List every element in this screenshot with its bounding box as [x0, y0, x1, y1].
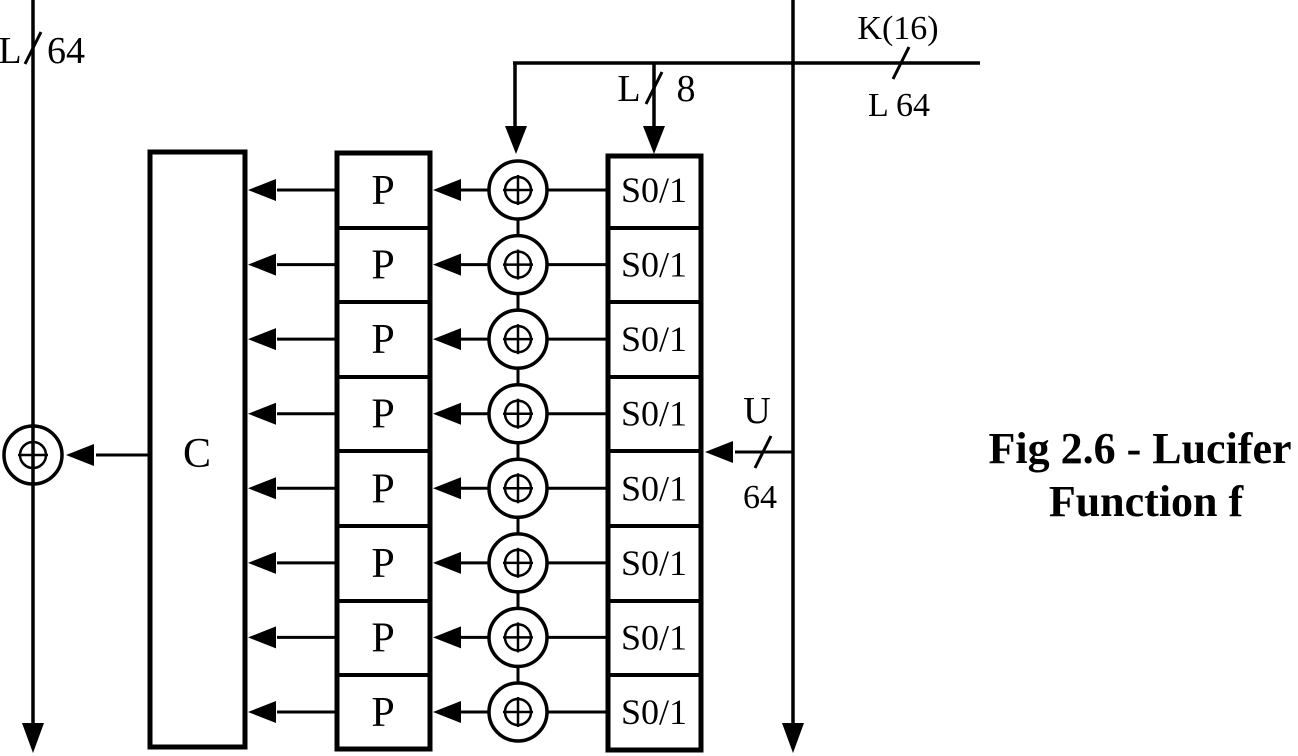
sbox-cell-label: S0/1	[621, 468, 687, 508]
output-xor-icon	[2, 424, 64, 486]
c-box-label: C	[183, 431, 211, 477]
xor-column-feed-arrow-icon	[505, 126, 527, 154]
u-bus-width-label: 64	[743, 479, 777, 516]
key-bus-sub-label: L 64	[868, 87, 930, 124]
p-to-c-arrow-icon	[248, 477, 276, 500]
u-input-bus	[705, 435, 793, 469]
u-bus-name-label: U	[743, 390, 770, 432]
p-cell-label: P	[371, 317, 394, 363]
left-bus-width-label: 64	[47, 30, 85, 72]
xor-to-p-arrow-icon	[433, 551, 461, 574]
figure-caption-line2: Function f	[1049, 477, 1245, 526]
p-cell-label: P	[371, 392, 394, 438]
p-to-c-arrow-icon	[248, 253, 276, 276]
left-bus-down-arrow-icon	[22, 723, 44, 753]
left-bus-name-label: L	[0, 30, 22, 72]
rows: P S0/1 P S0/1	[248, 159, 687, 743]
xor-icon	[487, 382, 549, 445]
diagram-row: P S0/1	[248, 233, 687, 296]
p-cell-label: P	[371, 690, 394, 736]
sbox-cell-label: S0/1	[621, 394, 687, 434]
top-bus-slash-icon	[644, 71, 664, 105]
xor-to-p-arrow-icon	[433, 179, 461, 201]
key-bus-label: K(16)	[857, 10, 938, 47]
u-bus-slash-icon	[753, 435, 773, 469]
p-to-c-arrow-icon	[248, 179, 276, 201]
diagram-row: P S0/1	[248, 681, 687, 743]
xor-icon	[487, 606, 549, 669]
top-bus-name-label: L	[617, 68, 640, 110]
xor-to-p-arrow-icon	[433, 328, 461, 351]
key-bus-slash-icon	[891, 46, 911, 80]
diagram-row: P S0/1	[248, 159, 687, 221]
p-to-c-arrow-icon	[248, 551, 276, 574]
p-to-c-arrow-icon	[248, 700, 276, 723]
sbox-column-feed-arrow-icon	[643, 126, 665, 154]
xor-icon	[487, 233, 549, 296]
left-bus-slash-icon	[23, 31, 43, 65]
xor-icon	[487, 308, 549, 370]
p-cell-label: P	[371, 466, 394, 512]
sbox-cell-label: S0/1	[621, 692, 687, 732]
xor-icon	[487, 532, 549, 594]
figure-caption-line1: Fig 2.6 - Lucifer	[988, 424, 1291, 473]
xor-icon	[487, 681, 549, 743]
sbox-cell-label: S0/1	[621, 245, 687, 285]
diagram-row: P S0/1	[248, 457, 687, 520]
p-cell-label: P	[371, 243, 394, 289]
p-cell-label: P	[371, 541, 394, 587]
xor-to-p-arrow-icon	[433, 402, 461, 425]
diagram-row: P S0/1	[248, 606, 687, 669]
xor-to-p-arrow-icon	[433, 626, 461, 649]
c-box	[147, 149, 248, 750]
xor-to-p-arrow-icon	[433, 253, 461, 276]
top-branches	[505, 63, 665, 154]
key-bus	[513, 0, 980, 753]
p-to-c-arrow-icon	[248, 328, 276, 351]
u-bus-arrow-icon	[705, 441, 733, 463]
sbox-cell-label: S0/1	[621, 543, 687, 583]
c-to-output-xor-arrow-icon	[66, 444, 94, 466]
xor-icon	[487, 159, 549, 221]
sbox-column-separators	[609, 226, 700, 677]
sbox-cell-label: S0/1	[621, 170, 687, 210]
diagram-row: P S0/1	[248, 532, 687, 594]
p-cell-label: P	[371, 168, 394, 214]
key-bus-down-arrow-icon	[782, 723, 804, 753]
p-cell-label: P	[371, 615, 394, 661]
diagram-row: P S0/1	[248, 382, 687, 445]
xor-icon	[487, 457, 549, 520]
sbox-cell-label: S0/1	[621, 617, 687, 657]
xor-to-p-arrow-icon	[433, 477, 461, 500]
p-to-c-arrow-icon	[248, 402, 276, 425]
diagram-row: P S0/1	[248, 308, 687, 370]
p-to-c-arrow-icon	[248, 626, 276, 649]
top-bus-width-label: 8	[677, 68, 696, 110]
xor-to-p-arrow-icon	[433, 700, 461, 723]
left-input-bus	[22, 0, 44, 753]
sbox-cell-label: S0/1	[621, 319, 687, 359]
p-column-separators	[338, 226, 429, 677]
